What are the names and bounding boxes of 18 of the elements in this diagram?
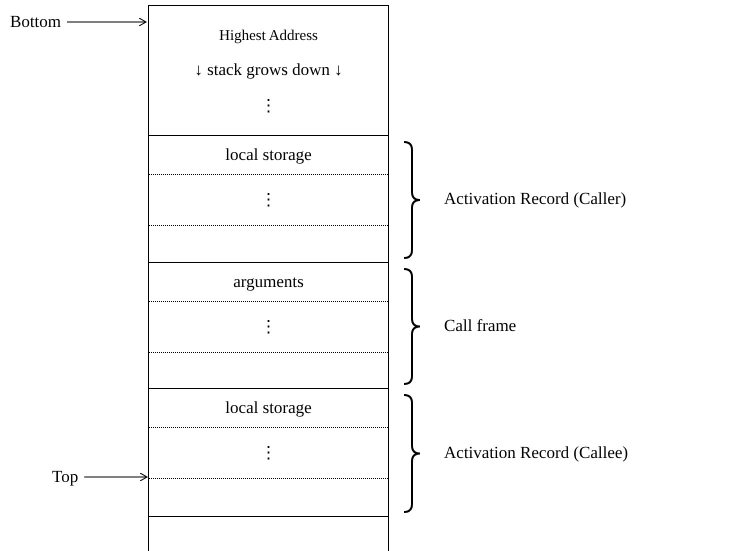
cell-label: local storage — [225, 398, 312, 418]
cell-label: Highest Address — [219, 27, 318, 46]
frame-label: Activation Record (Caller) — [444, 189, 626, 209]
pointer-arrow — [66, 18, 146, 26]
vertical-ellipsis: ⋮ — [260, 316, 277, 338]
cell-label: ↓ stack grows down ↓ — [194, 60, 343, 80]
frame-label: Call frame — [444, 316, 516, 336]
stack-slot — [148, 516, 389, 551]
vertical-ellipsis: ⋮ — [260, 96, 277, 116]
cell-label: arguments — [233, 272, 304, 292]
pointer-label: Bottom — [10, 12, 62, 32]
pointer-label: Top — [52, 467, 78, 487]
stack-top-block — [148, 5, 389, 136]
pointer-arrow — [84, 472, 148, 482]
vertical-ellipsis: ⋮ — [260, 190, 277, 210]
cell-label: local storage — [225, 144, 312, 166]
vertical-ellipsis: ⋮ — [260, 442, 277, 464]
frame-label: Activation Record (Callee) — [444, 442, 628, 462]
